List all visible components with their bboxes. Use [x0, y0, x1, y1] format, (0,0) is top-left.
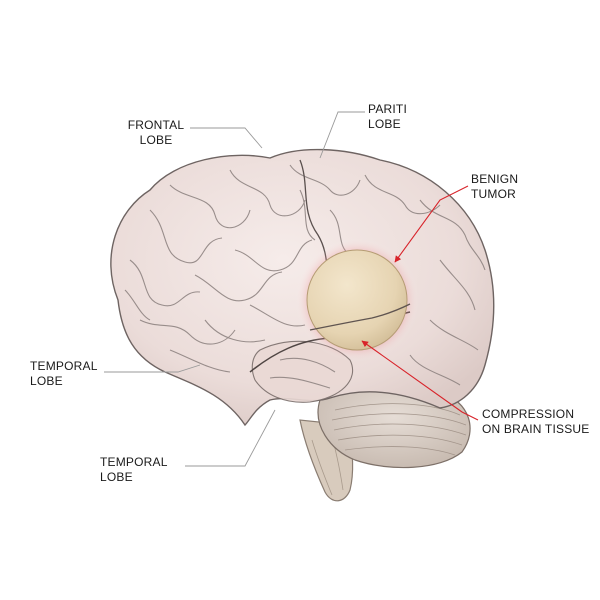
leader-compression	[361, 340, 479, 421]
label-parietal-line1: PARITI	[368, 102, 407, 116]
tumor	[306, 249, 408, 351]
gyri-lines	[124, 164, 486, 389]
label-temporal-bottom-line2: LOBE	[100, 470, 133, 484]
label-tumor-line2: TUMOR	[471, 187, 516, 201]
leader-temporal-bottom	[185, 409, 276, 467]
leader-parietal	[319, 111, 365, 159]
label-compression-line2: ON BRAIN TISSUE	[482, 422, 590, 436]
label-compression: COMPRESSION ON BRAIN TISSUE	[482, 407, 589, 437]
label-temporal-left-line2: LOBE	[30, 374, 63, 388]
label-benign-tumor: BENIGN TUMOR	[471, 172, 518, 202]
red-leader-lines	[361, 185, 479, 421]
label-compression-line1: COMPRESSION	[482, 407, 575, 421]
leader-temporal-left	[104, 364, 201, 373]
label-parietal-lobe: PARITI LOBE	[368, 102, 407, 132]
leader-tumor	[394, 185, 469, 263]
gray-leader-lines	[104, 111, 365, 467]
leader-frontal	[190, 127, 263, 149]
label-frontal-line1: FRONTAL	[127, 118, 185, 132]
label-parietal-line2: LOBE	[368, 117, 401, 131]
label-tumor-line1: BENIGN	[471, 172, 519, 186]
label-frontal-lobe: FRONTAL LOBE	[120, 118, 192, 148]
label-temporal-left-line1: TEMPORAL	[30, 359, 98, 373]
label-frontal-line2: LOBE	[139, 133, 173, 147]
label-temporal-lobe-bottom: TEMPORAL LOBE	[100, 455, 168, 485]
label-temporal-lobe-left: TEMPORAL LOBE	[30, 359, 98, 389]
label-temporal-bottom-line1: TEMPORAL	[100, 455, 168, 469]
